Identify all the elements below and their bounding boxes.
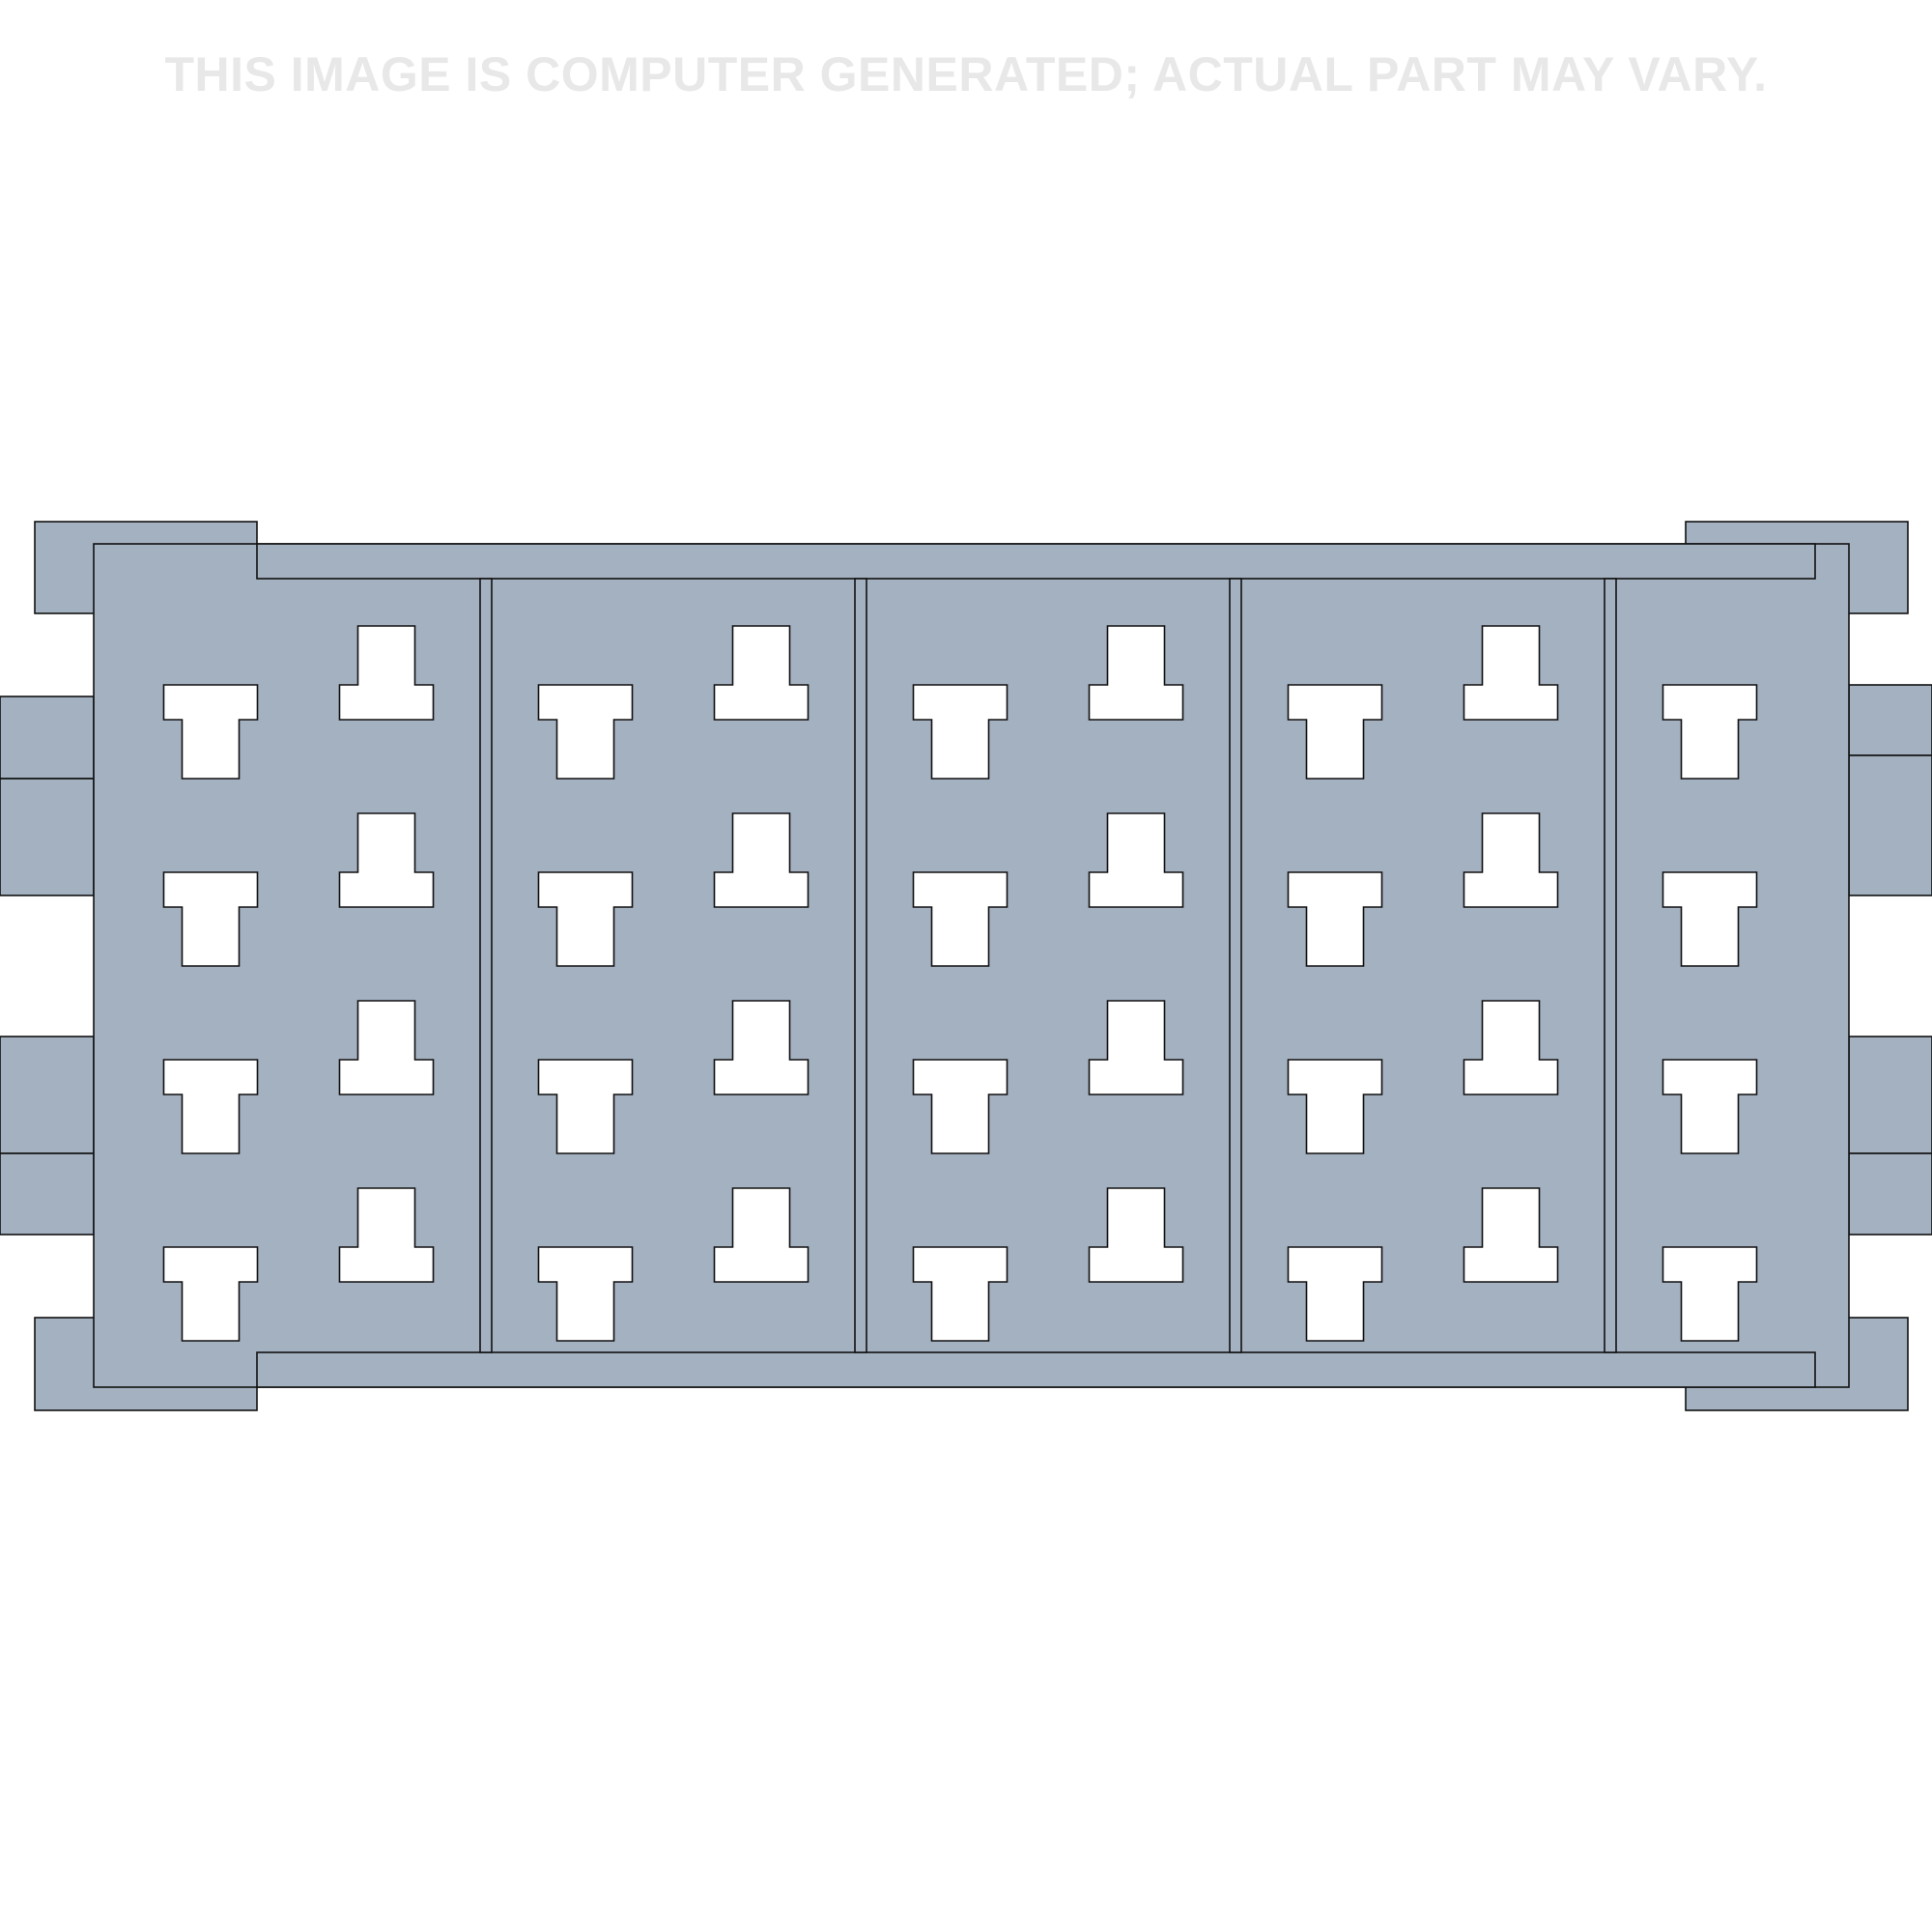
- cavity-c1-r3: [162, 1059, 259, 1154]
- side-tab-right-upper-lower: [1848, 754, 1932, 896]
- cavity-c8-r3: [1463, 1000, 1559, 1095]
- cavity-c7-r2: [1287, 871, 1383, 967]
- cavity-c2-r4: [338, 1187, 435, 1283]
- section-dividers: [479, 578, 1617, 1353]
- cavity-c6-r2: [1088, 812, 1184, 908]
- divider-1: [479, 578, 493, 1353]
- cavity-c7-r1: [1287, 684, 1383, 780]
- cavity-c7-r3: [1287, 1059, 1383, 1154]
- cavity-c9-r3: [1662, 1059, 1758, 1154]
- cavity-c6-r4: [1088, 1187, 1184, 1283]
- cavity-c5-r2: [912, 871, 1009, 967]
- divider-3: [1229, 578, 1242, 1353]
- cavity-c1-r1: [162, 684, 259, 780]
- cavity-c2-r3: [338, 1000, 435, 1095]
- side-tab-left-lower-lower: [0, 1152, 95, 1236]
- cavity-c2-r2: [338, 812, 435, 908]
- cavity-c4-r2: [713, 812, 810, 908]
- divider-4: [1604, 578, 1617, 1353]
- top-rail: [256, 543, 1816, 580]
- cavity-c1-r2: [162, 871, 259, 967]
- cavity-c4-r3: [713, 1000, 810, 1095]
- cavity-c4-r4: [713, 1187, 810, 1283]
- cavity-c3-r1: [537, 684, 634, 780]
- cavity-c9-r1: [1662, 684, 1758, 780]
- cavity-c8-r2: [1463, 812, 1559, 908]
- side-tab-right-lower: [1848, 1036, 1932, 1154]
- cavity-c2-r1: [338, 625, 435, 721]
- cavity-c3-r2: [537, 871, 634, 967]
- disclaimer-text: THIS IMAGE IS COMPUTER GENERATED; ACTUAL…: [164, 47, 1768, 101]
- side-tab-right-upper: [1848, 684, 1932, 756]
- cavity-c8-r1: [1463, 625, 1559, 721]
- side-tab-left-upper: [0, 696, 95, 780]
- cavity-c6-r3: [1088, 1000, 1184, 1095]
- cavity-c9-r4: [1662, 1246, 1758, 1342]
- cavity-c4-r1: [713, 625, 810, 721]
- cavity-c3-r4: [537, 1246, 634, 1342]
- cavity-c5-r3: [912, 1059, 1009, 1154]
- divider-2: [854, 578, 867, 1353]
- side-tabs: [0, 684, 1932, 1236]
- cavity-c7-r4: [1287, 1246, 1383, 1342]
- terminal-cavities: [162, 625, 1758, 1342]
- cavity-c5-r4: [912, 1246, 1009, 1342]
- side-tab-right-lower-lower: [1848, 1152, 1932, 1236]
- cavity-c8-r4: [1463, 1187, 1559, 1283]
- side-tab-left-upper-lower: [0, 778, 95, 896]
- bottom-rail: [256, 1351, 1816, 1388]
- cavity-c3-r3: [537, 1059, 634, 1154]
- cavity-c9-r2: [1662, 871, 1758, 967]
- cavity-c6-r1: [1088, 625, 1184, 721]
- cavity-c1-r4: [162, 1246, 259, 1342]
- cavity-c5-r1: [912, 684, 1009, 780]
- side-tab-left-lower: [0, 1036, 95, 1154]
